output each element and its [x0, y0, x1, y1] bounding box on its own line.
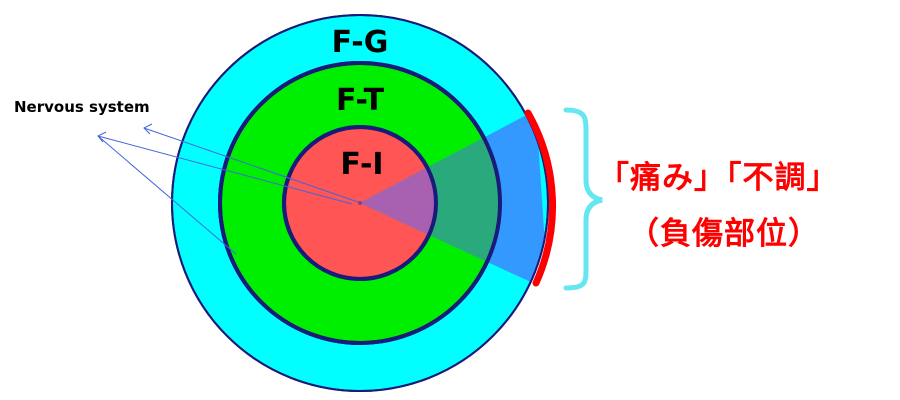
nerve-arrows — [97, 123, 359, 255]
middle-layer-label: F-T — [336, 83, 385, 118]
bracket-shape — [563, 107, 603, 291]
injury-wedge — [360, 110, 548, 290]
injury-site-text: （負傷部位） — [628, 216, 820, 252]
center-point — [358, 201, 362, 205]
nervous-system-label: Nervous system — [14, 98, 150, 116]
injury-arc — [524, 109, 557, 287]
inner-layer-label: F-I — [340, 147, 383, 182]
outer-layer-label: F-G — [332, 25, 389, 60]
symptom-text: 「痛み」「不調」 — [598, 160, 839, 196]
